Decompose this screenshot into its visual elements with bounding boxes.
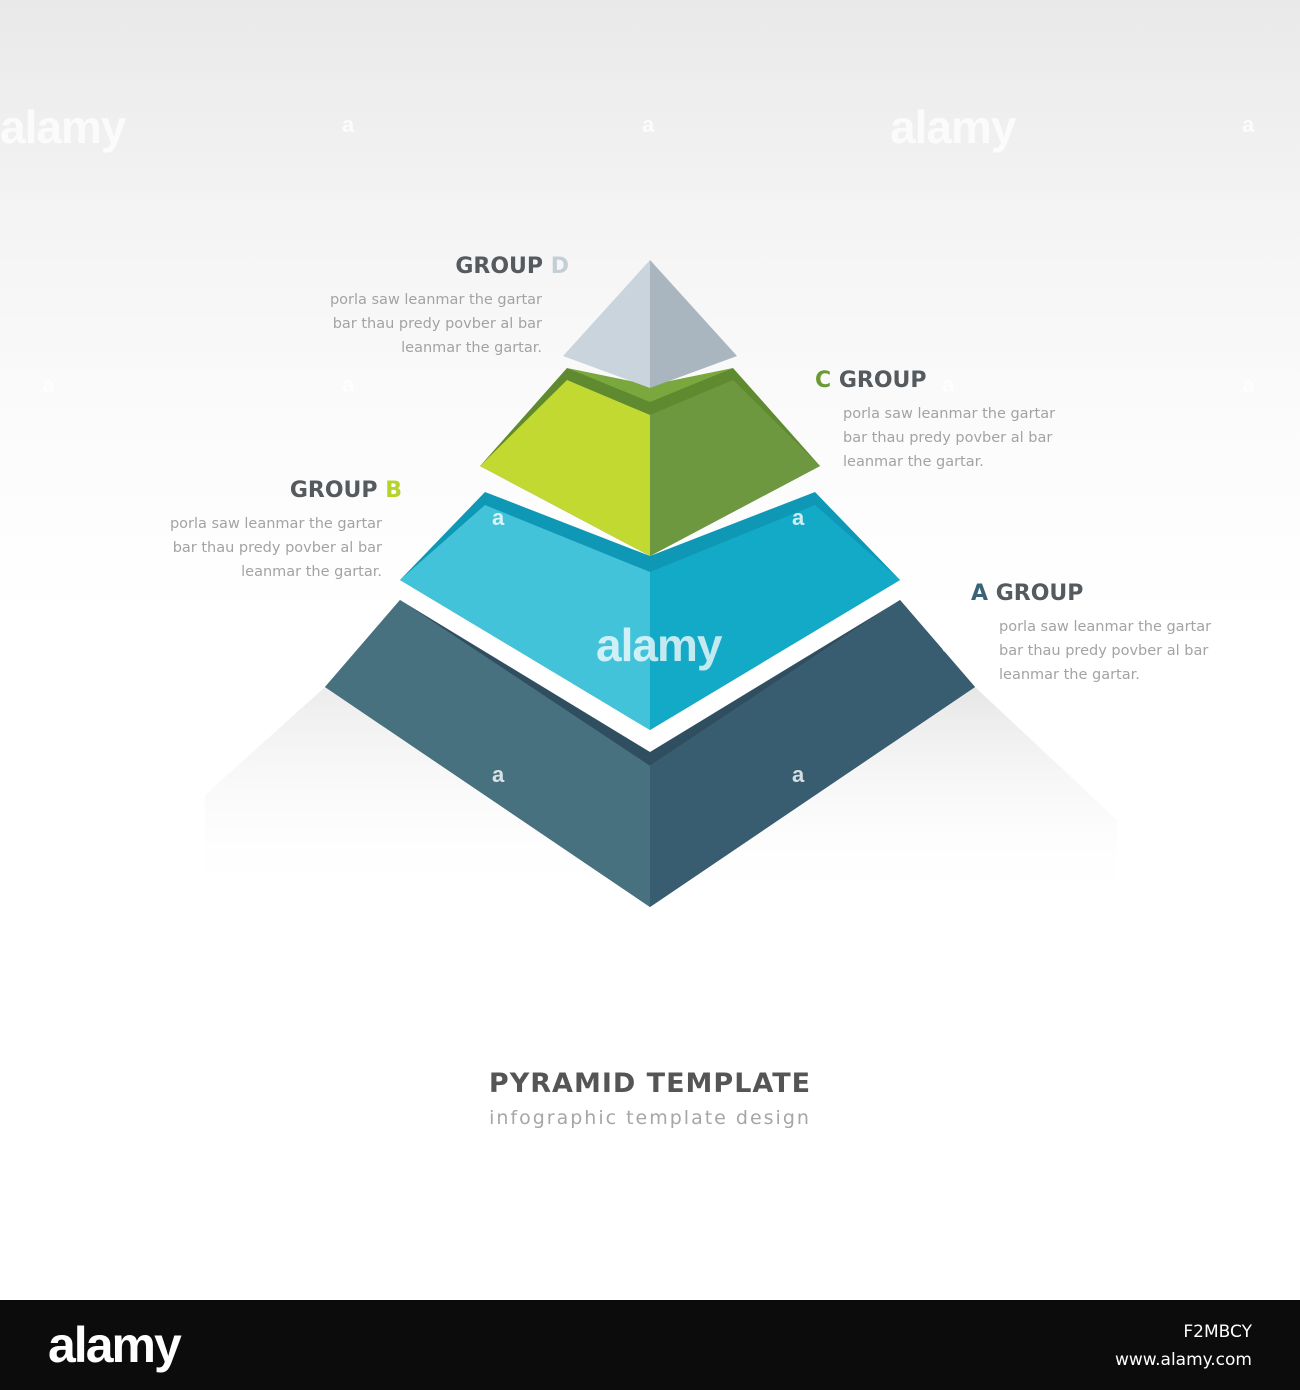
group-b-label: GROUP B [290,478,402,503]
group-b-desc-line: porla saw leanmar the gartar [169,516,382,532]
tier-c-right-face [650,380,820,556]
tier-d-left-face [563,260,650,388]
watermark-mark: a [792,762,804,787]
group-b-desc-line: leanmar the gartar. [241,564,382,580]
group-a-description: porla saw leanmar the gartar bar thau pr… [999,615,1211,687]
group-c-word: GROUP [838,368,927,393]
group-b-description: porla saw leanmar the gartar bar thau pr… [170,512,382,584]
watermark-mark: a [342,632,354,657]
tier-b-right-face [650,505,900,730]
group-b-letter: B [385,478,402,503]
pyramid-diagram [205,260,1117,907]
watermark-mark: a [1242,372,1254,397]
watermark-mark: a [342,372,354,397]
watermark-mark: a [492,762,504,787]
watermark-mark: a [942,372,954,397]
tier-c-left-face [480,380,650,556]
group-d-description: porla saw leanmar the gartar bar thau pr… [330,288,542,360]
group-d-label: GROUP D [455,254,569,279]
watermark-mark: a [1242,112,1254,137]
group-d-desc-line: leanmar the gartar. [401,340,542,356]
group-d-letter: D [550,254,569,279]
watermark-footer-bar [0,1300,1300,1390]
watermark-tile: alamy [0,101,126,153]
group-a-desc-line: porla saw leanmar the gartar [999,619,1212,635]
group-c-description: porla saw leanmar the gartar bar thau pr… [843,402,1055,474]
group-c-desc-line: bar thau predy povber al bar [843,430,1053,446]
tier-b-left-face [400,505,650,730]
group-d-desc-line: bar thau predy povber al bar [332,316,542,332]
infographic-canvas: alamy alamy alamy a a a a a a a a a a a … [0,0,1300,1300]
watermark-mark: a [942,632,954,657]
brand-logo: alamy [48,1317,182,1373]
image-id: F2MBCY [1183,1322,1252,1342]
watermark-mark: a [492,505,504,530]
watermark-mark: a [42,372,54,397]
group-a-letter: A [971,581,989,606]
group-a-label: A GROUP [971,581,1083,606]
group-c-desc-line: leanmar the gartar. [843,454,984,470]
group-a-desc-line: bar thau predy povber al bar [999,643,1209,659]
watermark-tile: alamy [890,101,1016,153]
watermark-mark: a [342,112,354,137]
watermark-mark: a [792,505,804,530]
group-b-word: GROUP [289,478,378,503]
group-a-word: GROUP [995,581,1084,606]
infographic-title: PYRAMID TEMPLATE [488,1068,812,1099]
group-c-label: C GROUP [815,368,927,393]
group-d-desc-line: porla saw leanmar the gartar [329,292,542,308]
group-a-desc-line: leanmar the gartar. [999,667,1140,683]
infographic-subtitle: infographic template design [489,1107,811,1129]
group-c-letter: C [815,368,832,393]
watermark-tile: alamy [596,619,722,671]
tier-a-right-face [650,600,975,907]
site-url: www.alamy.com [1114,1350,1252,1370]
watermark-mark: a [642,112,654,137]
pyramid-shadow-left [205,687,650,907]
group-d-word: GROUP [455,254,544,279]
pyramid-shadow-right [650,687,1117,907]
tier-a-left-face [325,600,650,907]
group-b-desc-line: bar thau predy povber al bar [172,540,382,556]
group-c-desc-line: porla saw leanmar the gartar [843,406,1056,422]
tier-d-right-face [650,260,737,388]
